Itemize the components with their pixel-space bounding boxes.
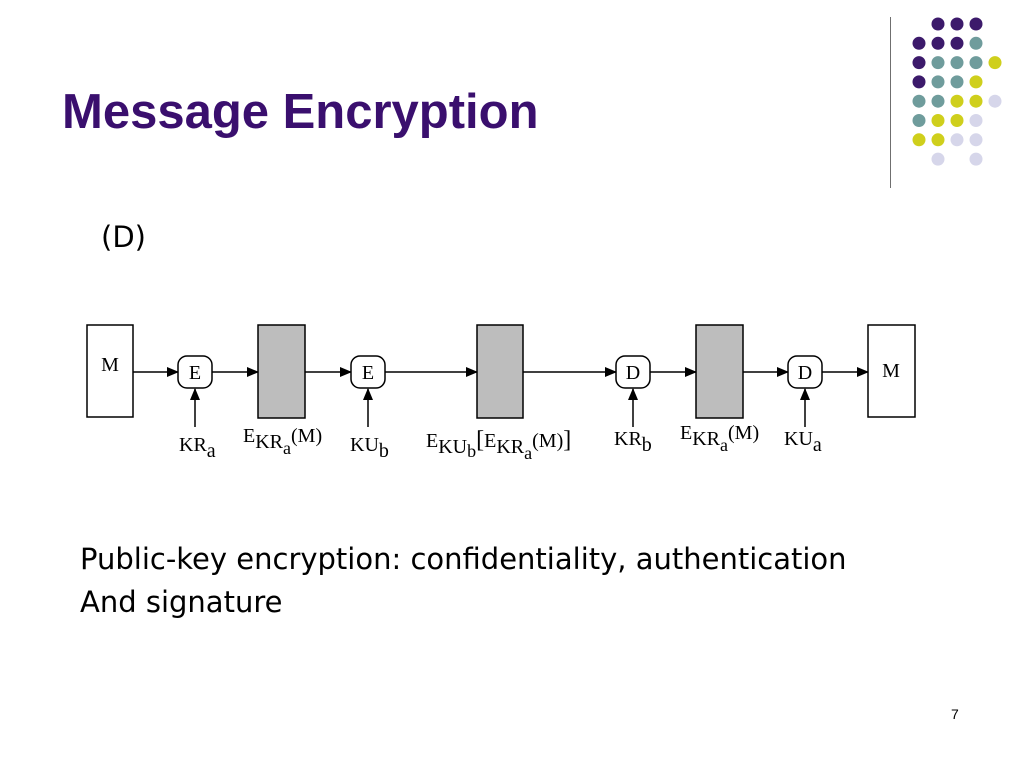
decorative-dot: [912, 75, 926, 89]
body-line-2: And signature: [80, 585, 283, 619]
decorative-dot: [988, 56, 1002, 70]
encrypted-message-label: EKUb[EKRa(M)]: [426, 427, 571, 463]
decorative-dot: [931, 56, 945, 70]
decorative-dot: [969, 152, 983, 166]
transmission-box-2: [476, 324, 524, 419]
decorative-dot: [969, 36, 983, 50]
decorative-dot: [950, 17, 964, 31]
decorative-dot: [912, 133, 926, 147]
decorative-dot: [931, 75, 945, 89]
decorative-dot: [969, 133, 983, 147]
decorative-dot: [912, 56, 926, 70]
key-label-kra: KRa: [179, 434, 216, 462]
decorative-dot: [931, 114, 945, 127]
decorative-dot: [969, 114, 983, 127]
decorative-dot: [931, 36, 945, 50]
decorative-dot: [912, 36, 926, 50]
decorative-dot: [988, 94, 1002, 108]
page-number: 7: [951, 706, 959, 722]
decorative-dot: [950, 36, 964, 50]
decorative-dot: [950, 114, 964, 127]
decorative-dot: [950, 56, 964, 70]
decorative-dot: [912, 94, 926, 108]
figure-label: (D): [101, 220, 146, 254]
key-label-krb: KRb: [614, 428, 652, 456]
decrypt-node-1-label: D: [626, 362, 640, 384]
decorative-dot: [950, 94, 964, 108]
signed-message-label-2: EKRa(M): [680, 422, 759, 455]
decorative-dot: [969, 56, 983, 70]
body-line-1: Public-key encryption: confidentiality, …: [80, 542, 847, 576]
message-input-label: M: [101, 354, 119, 376]
slide-body: Public-key encryption: confidentiality, …: [80, 538, 847, 624]
decorative-dot: [931, 152, 945, 166]
decorative-dot: [931, 133, 945, 147]
key-label-kua: KUa: [784, 428, 822, 456]
encrypt-node-1-label: E: [189, 362, 201, 384]
key-label-kub: KUb: [350, 434, 389, 462]
message-output-box: [867, 324, 916, 418]
message-input-box: [86, 324, 134, 418]
decorative-dot: [912, 114, 926, 127]
decorative-dot: [969, 94, 983, 108]
transmission-box-3: [695, 324, 744, 419]
slide-title: Message Encryption: [62, 85, 539, 139]
decorative-dot: [931, 17, 945, 31]
decrypt-node-2-label: D: [798, 362, 812, 384]
divider-line: [890, 17, 891, 188]
decorative-dot: [969, 17, 983, 31]
public-key-encryption-diagram: M E E D D M KRa EKRa(M): [86, 324, 916, 463]
decorative-dot: [969, 75, 983, 89]
encrypt-node-2-label: E: [362, 362, 374, 384]
signed-message-label-1: EKRa(M): [243, 425, 322, 458]
transmission-box-1: [257, 324, 306, 419]
message-output-label: M: [882, 360, 900, 382]
decorative-dot: [950, 75, 964, 89]
decorative-dot: [950, 133, 964, 147]
decorative-dot: [931, 94, 945, 108]
decorative-dot-grid: [912, 17, 1002, 166]
